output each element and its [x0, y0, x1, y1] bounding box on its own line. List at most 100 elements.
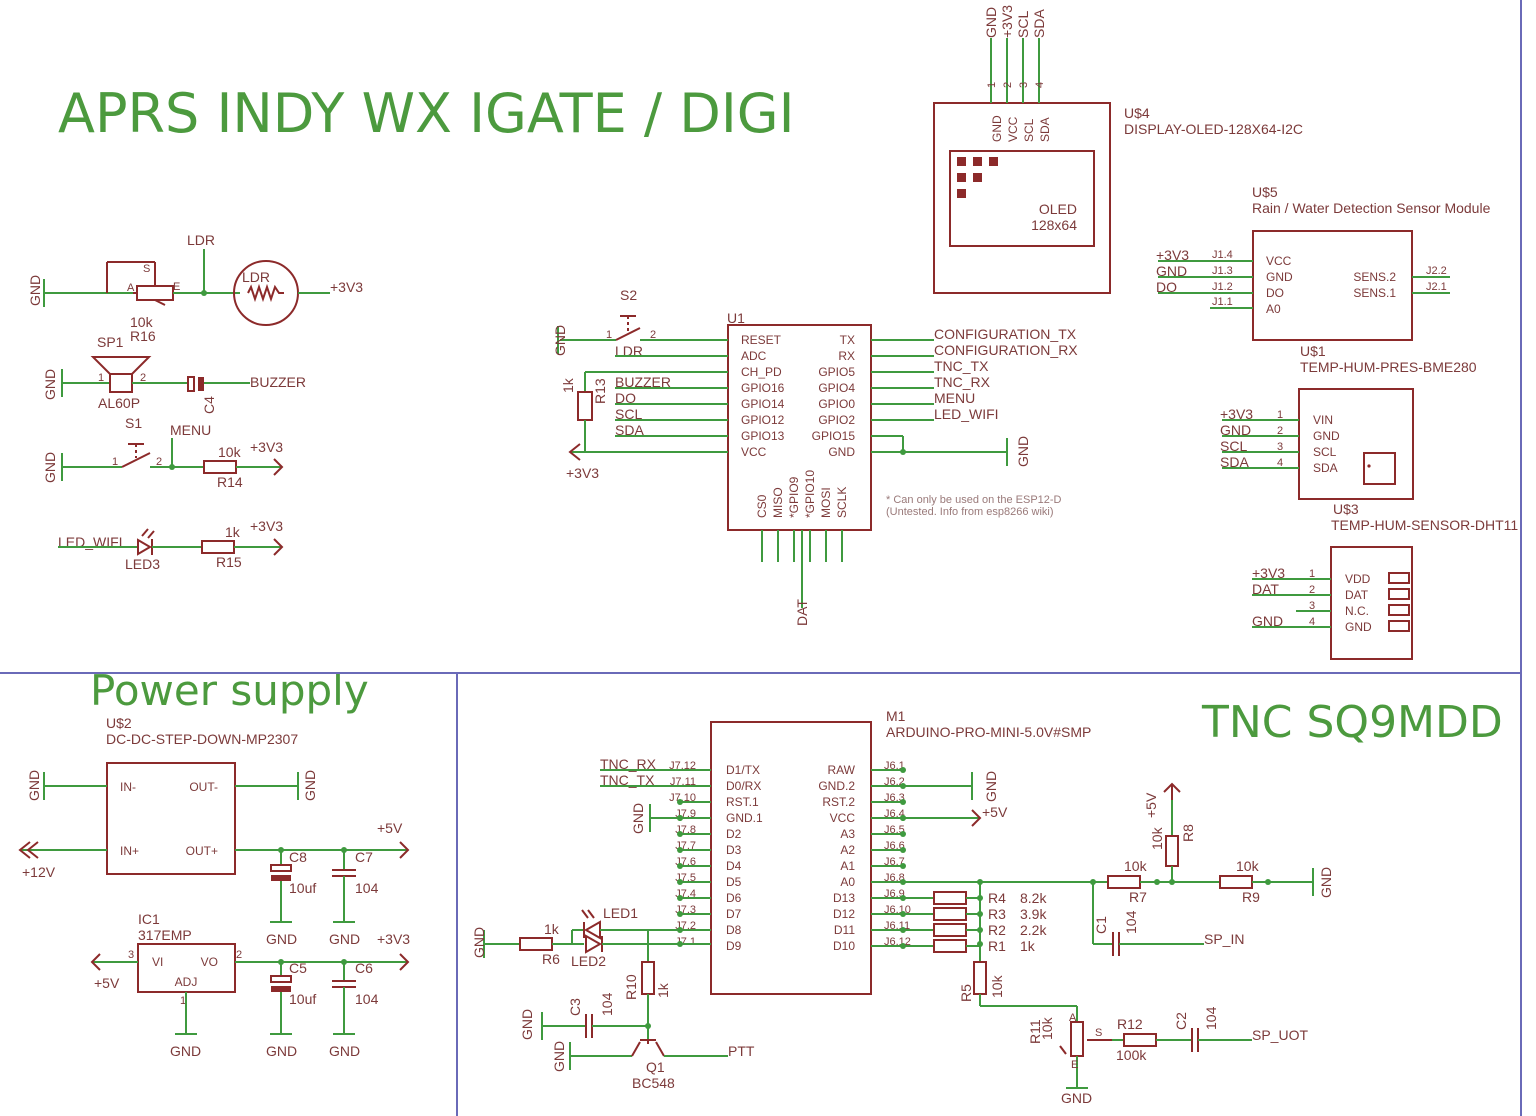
c4-ref: C4 [201, 396, 217, 414]
s1-net-gnd: GND [42, 452, 58, 483]
u2-pin-out-minus: OUT- [189, 780, 218, 794]
arduino-pin-d4: D4 [726, 859, 742, 873]
esp-pin-miso: MISO [771, 487, 785, 518]
r3-ref: R3 [988, 906, 1006, 922]
esp-pin-gpio15: GPIO15 [812, 429, 856, 443]
dht-ref: U$3 [1333, 501, 1359, 517]
power-supply-title: Power supply [90, 666, 369, 715]
esp-pin-gpio2: GPIO2 [818, 413, 855, 427]
ic1-pin-num-1: 1 [180, 995, 186, 1007]
c7-net-gnd: GND [329, 931, 360, 947]
ic1-ref: IC1 [138, 911, 160, 927]
dht-inner-vdd: VDD [1345, 572, 1371, 586]
arduino-left-pins: D1/TXJ7.12D0/RXJ7.11RST.1J7.10GND.1J7.9D… [669, 760, 763, 953]
esp-note-1: * Can only be used on the ESP12-D [886, 494, 1062, 506]
r6-val: 1k [544, 921, 560, 937]
c2-val: 104 [1203, 1006, 1219, 1030]
oled-pin-num-3: 3 [1018, 82, 1030, 88]
esp-net-gnd-right: GND [1015, 436, 1031, 467]
tnc-net-tx: TNC_TX [600, 772, 655, 788]
esp-pin-chpd: CH_PD [741, 365, 782, 379]
tnc-net-gnd-right: GND [983, 771, 999, 802]
rain-inner-sens2: SENS.2 [1353, 270, 1396, 284]
rain-inner-gnd: GND [1266, 270, 1293, 284]
buzzer-net: BUZZER [250, 374, 306, 390]
esp-net-cfg-tx: CONFIGURATION_TX [934, 326, 1077, 342]
svg-text:1: 1 [606, 329, 612, 341]
bme-net-sda: SDA [1220, 454, 1249, 470]
arduino-pin-d7: D7 [726, 907, 742, 921]
rain-net-gnd: GND [1156, 263, 1187, 279]
oled-net-3v3: +3V3 [999, 5, 1015, 38]
esp-net-scl: SCL [615, 406, 642, 422]
bme-net-3v3: +3V3 [1220, 406, 1253, 422]
u2-net-5v: +5V [377, 820, 403, 836]
rain-pin-j13: J1.3 [1212, 265, 1233, 277]
resistor-r2 [933, 923, 967, 937]
oled-ref: U$4 [1124, 105, 1150, 121]
r11-ref: R11 [1027, 1019, 1043, 1044]
u2-net-12v: +12V [22, 864, 56, 880]
rain-sensor-u5: U$5 Rain / Water Detection Sensor Module… [1156, 184, 1491, 341]
oled-inner-vcc: VCC [1006, 116, 1020, 142]
s1-ref: S1 [125, 415, 142, 431]
esp-pin-gnd: GND [828, 445, 855, 459]
dht-pin-1: 1 [1309, 568, 1315, 580]
oled-part: DISPLAY-OLED-128X64-I2C [1124, 121, 1303, 137]
r8-net-5v: +5V [1143, 792, 1159, 818]
u2-ref: U$2 [106, 715, 132, 731]
c7-val: 104 [355, 880, 379, 896]
svg-text:S: S [143, 263, 150, 275]
ic1-pin-num-3: 3 [128, 949, 134, 961]
c3-ref: C3 [567, 998, 583, 1016]
oled-pin-num-4: 4 [1034, 82, 1046, 88]
arduino-pin-d8: D8 [726, 923, 742, 937]
tnc-net-gnd-left: GND [630, 803, 646, 834]
arduino-pin-a2: A2 [840, 843, 855, 857]
arduino-pin-gnd2: GND.2 [818, 779, 855, 793]
arduino-pin-d5: D5 [726, 875, 742, 889]
esp-pin-sclk: SCLK [835, 487, 849, 518]
ldr-circuit: GND A E S LDR LDR +3V3 10k R16 [27, 232, 363, 344]
r4-val: 8.2k [1020, 890, 1047, 906]
svg-text:1: 1 [98, 372, 104, 384]
c3-val: 104 [599, 992, 615, 1016]
arduino-pin-a3: A3 [840, 827, 855, 841]
ic1-pin-num-2: 2 [236, 949, 242, 961]
r1-val: 1k [1020, 938, 1036, 954]
esp-net-led-wifi: LED_WIFI [934, 406, 999, 422]
oled-display-u4: OLED 128x64 GND +3V3 SCL SDA 1 2 3 4 GND… [933, 5, 1303, 294]
rain-pin-j12: J1.2 [1212, 281, 1233, 293]
r14-net-3v3: +3V3 [250, 439, 283, 455]
arduino-pin-rst1: RST.1 [726, 795, 759, 809]
s2-ref: S2 [620, 287, 637, 303]
q1-net-gnd: GND [551, 1041, 567, 1072]
arduino-pin-d11: D11 [834, 923, 855, 937]
bme-net-gnd: GND [1220, 422, 1251, 438]
c6-ref: C6 [355, 960, 373, 976]
r15-val: 1k [225, 524, 241, 540]
buzzer-circuit: SP1 GND 1 2 AL60P C4 BUZZER [42, 334, 306, 414]
esp-net-dat: DAT [794, 599, 810, 626]
sp1-ref: SP1 [97, 334, 124, 350]
rain-inner-vcc: VCC [1266, 254, 1292, 268]
r6-ref: R6 [542, 951, 560, 967]
u2-pin-in-plus: IN+ [120, 844, 139, 858]
esp-pin-rx: RX [838, 349, 855, 363]
svg-text:S: S [1095, 1027, 1102, 1039]
oled-pin-num-1: 1 [986, 82, 998, 88]
oled-screen-label-2: 128x64 [1031, 217, 1077, 233]
esp-pin-tx: TX [840, 333, 855, 347]
r9-val: 10k [1236, 858, 1260, 874]
esp8266-u1: U1 RESETADCCH_PDGPIO16GPIO14GPIO12GPIO13… [552, 287, 1078, 626]
r7-val: 10k [1124, 858, 1148, 874]
dht-inner-dat: DAT [1345, 588, 1369, 602]
m1-ref: M1 [886, 708, 906, 724]
r9-ref: R9 [1242, 889, 1260, 905]
r2-val: 2.2k [1020, 922, 1047, 938]
ic1-pin-adj: ADJ [175, 975, 198, 989]
r12-ref: R12 [1117, 1016, 1143, 1032]
